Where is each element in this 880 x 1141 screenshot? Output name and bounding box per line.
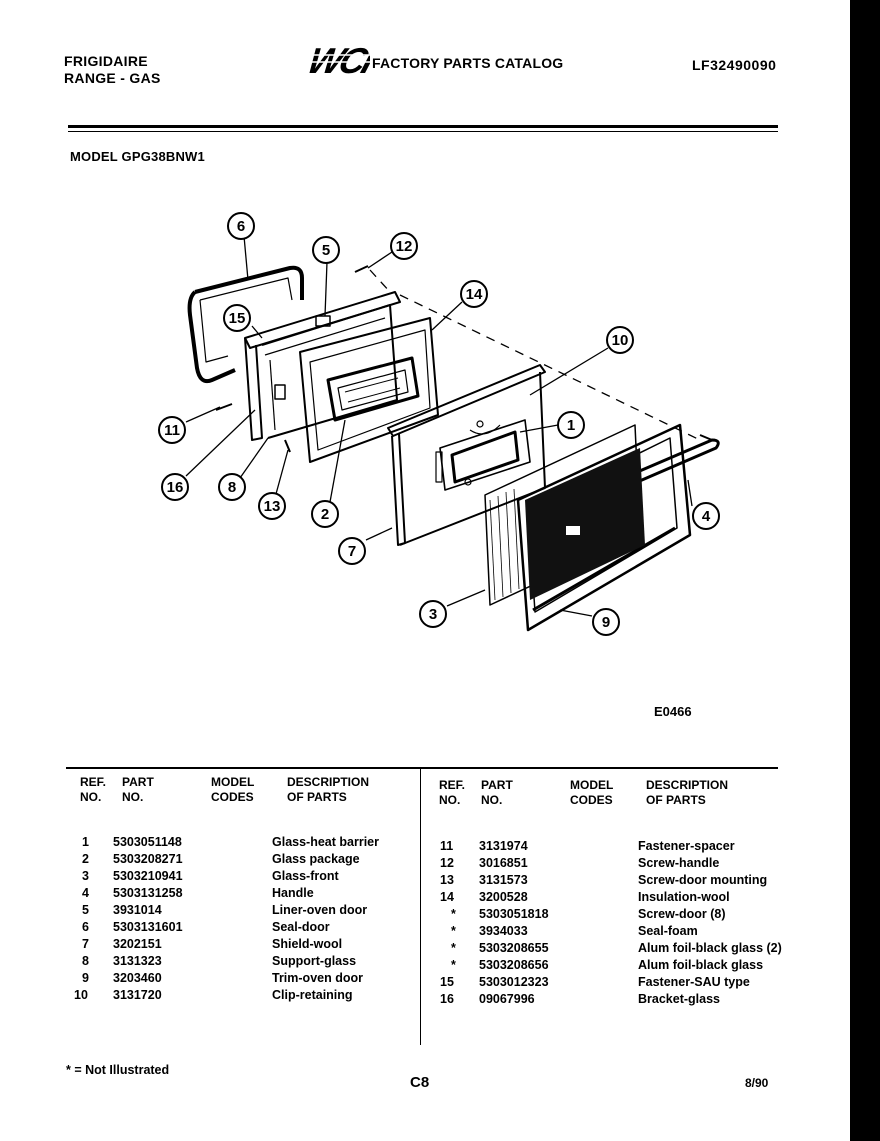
callout-4: 4 <box>702 508 711 525</box>
callout-11: 11 <box>164 422 180 439</box>
print-date: 8/90 <box>745 1076 769 1090</box>
product-type: RANGE - GAS <box>64 70 161 86</box>
footnote: * = Not Illustrated <box>66 1063 170 1077</box>
wci-logo: WCI <box>302 41 370 80</box>
table-top-rule <box>66 767 778 769</box>
brand-name: FRIGIDAIRE <box>64 53 148 69</box>
left-ref-header: REF.NO. <box>80 775 107 804</box>
page-number: C8 <box>410 1074 430 1091</box>
header-rule-thin <box>68 131 778 132</box>
header-rule-thick <box>68 125 778 128</box>
right-ref-header: REF.NO. <box>439 778 466 807</box>
callout-1: 1 <box>567 417 575 434</box>
model-label: MODEL GPG38BNW1 <box>70 149 205 164</box>
callout-12: 12 <box>396 238 413 255</box>
catalog-title: FACTORY PARTS CATALOG <box>372 55 564 71</box>
callout-8: 8 <box>228 479 236 496</box>
callout-15: 15 <box>229 310 246 327</box>
callout-3: 3 <box>429 606 437 623</box>
document-number: LF32490090 <box>692 57 777 73</box>
wci-logo-text: WCI <box>303 41 370 80</box>
brand-block: FRIGIDAIRE RANGE - GAS <box>64 53 161 87</box>
callout-6: 6 <box>237 218 245 235</box>
page-edge <box>850 0 880 1141</box>
callout-5: 5 <box>322 242 330 259</box>
callout-10: 10 <box>612 332 629 349</box>
callout-2: 2 <box>321 506 329 523</box>
table-column-divider <box>420 768 421 1045</box>
callout-13: 13 <box>264 498 281 515</box>
exploded-parts-diagram: 6 5 12 15 14 10 1 11 16 8 13 2 7 3 4 9 <box>158 212 720 636</box>
figure-id: E0466 <box>654 704 692 719</box>
callout-16: 16 <box>167 479 184 496</box>
callout-7: 7 <box>348 543 356 560</box>
callout-9: 9 <box>602 614 610 631</box>
callout-14: 14 <box>466 286 483 303</box>
